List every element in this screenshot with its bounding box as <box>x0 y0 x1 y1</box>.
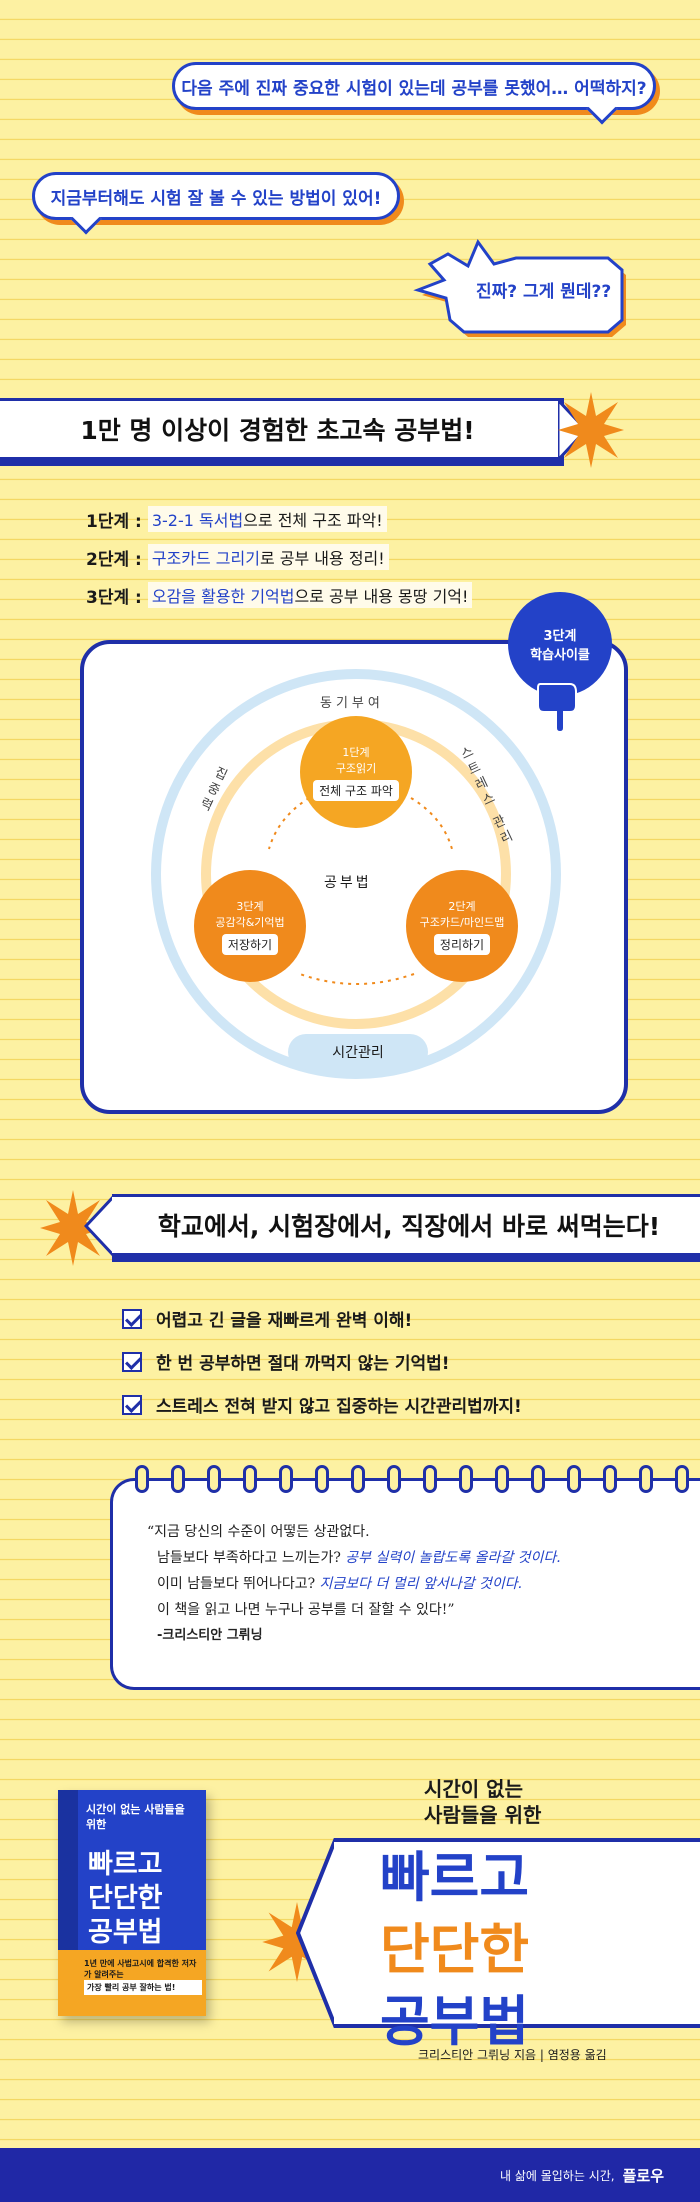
quote-text: “지금 당신의 수준이 어떻든 상관없다. 남들보다 부족하다고 느끼는가? 공… <box>147 1524 561 1643</box>
section-banner-2: 학교에서, 시험장에서, 직장에서 바로 써먹는다! <box>112 1194 700 1256</box>
step-row-2: 2단계 :구조카드 그리기로 공부 내용 정리! <box>86 544 472 570</box>
promo-arrow-icon <box>296 1838 336 2028</box>
banner-2-arrow-icon <box>84 1196 114 1256</box>
checkbox-icon <box>122 1394 142 1415</box>
ring-label-top: 동기부여 <box>320 696 384 711</box>
banner-2-text: 학교에서, 시험장에서, 직장에서 바로 써먹는다! <box>157 1212 661 1241</box>
banner-1-text: 1만 명 이상이 경험한 초고속 공부법! <box>80 416 475 445</box>
check-row-1: 어렵고 긴 글을 재빠르게 완벽 이해! <box>122 1306 522 1331</box>
check-row-3: 스트레스 전혀 받지 않고 집중하는 시간관리법까지! <box>122 1392 522 1417</box>
section-banner-1: 1만 명 이상이 경험한 초고속 공부법! <box>0 398 564 460</box>
checkbox-icon <box>122 1308 142 1329</box>
promo-title-box: 빠르고 단단한 공부법 <box>334 1838 700 2053</box>
speech-bubble-2: 지금부터해도 시험 잘 볼 수 있는 방법이 있어! <box>32 172 400 235</box>
step-row-1: 1단계 :3-2-1 독서법으로 전체 구조 파악! <box>86 506 472 532</box>
learning-cycle-diagram: 동기부여 집중력 스트레스 관리 공부법 1단계 구조읽기 전체 구조 파악 2… <box>80 640 628 1114</box>
burst-icon-left <box>40 1190 106 1266</box>
publisher-logo: 플로우 <box>622 2166 664 2185</box>
cycle-node-step1: 1단계 구조읽기 전체 구조 파악 <box>300 716 412 828</box>
promo-subtitle: 시간이 없는 사람들을 위한 <box>424 1777 542 1827</box>
bubble-3-burst-icon <box>413 238 626 337</box>
benefit-checklist: 어렵고 긴 글을 재빠르게 완벽 이해! 한 번 공부하면 절대 까먹지 않는 … <box>122 1306 522 1435</box>
steps-list: 1단계 :3-2-1 독서법으로 전체 구조 파악! 2단계 :구조카드 그리기… <box>86 506 473 620</box>
book-cover-image: 시간이 없는 사람들을 위한 빠르고 단단한 공부법 1년 만에 사법고시에 합… <box>58 1790 206 2016</box>
speech-bubble-1: 다음 주에 진짜 중요한 시험이 있는데 공부를 못했어… 어떡하지? <box>172 62 656 125</box>
learning-cycle-badge: 3단계 학습사이클 <box>508 592 612 696</box>
bubble-3-text: 진짜? 그게 뭔데?? <box>476 282 612 302</box>
step-row-3: 3단계 :오감을 활용한 기억법으로 공부 내용 몽땅 기억! <box>86 582 473 608</box>
footer-slogan: 내 삶에 몰입하는 시간, <box>499 2168 615 2183</box>
quote-notebook: “지금 당신의 수준이 어떻든 상관없다. 남들보다 부족하다고 느끼는가? 공… <box>110 1465 700 1690</box>
cycle-node-step3: 3단계 공감각&기억법 저장하기 <box>194 870 306 982</box>
pointing-hand-icon <box>537 683 577 732</box>
bubble-2-text: 지금부터해도 시험 잘 볼 수 있는 방법이 있어! <box>50 188 382 209</box>
check-row-2: 한 번 공부하면 절대 까먹지 않는 기억법! <box>122 1349 522 1374</box>
cycle-node-step2: 2단계 구조카드/마인드맵 정리하기 <box>406 870 518 982</box>
checkbox-icon <box>122 1351 142 1372</box>
time-management-pill: 시간관리 <box>288 1034 428 1070</box>
bubble-1-text: 다음 주에 진짜 중요한 시험이 있는데 공부를 못했어… 어떡하지? <box>181 78 647 99</box>
footer-bar: 내 삶에 몰입하는 시간, 플로우 <box>0 2148 700 2202</box>
promo-credit: 크리스티안 그뤼닝 지음 | 염정용 옮김 <box>418 2048 607 2062</box>
cycle-center-label: 공부법 <box>324 875 372 891</box>
burst-icon-right <box>558 392 624 468</box>
